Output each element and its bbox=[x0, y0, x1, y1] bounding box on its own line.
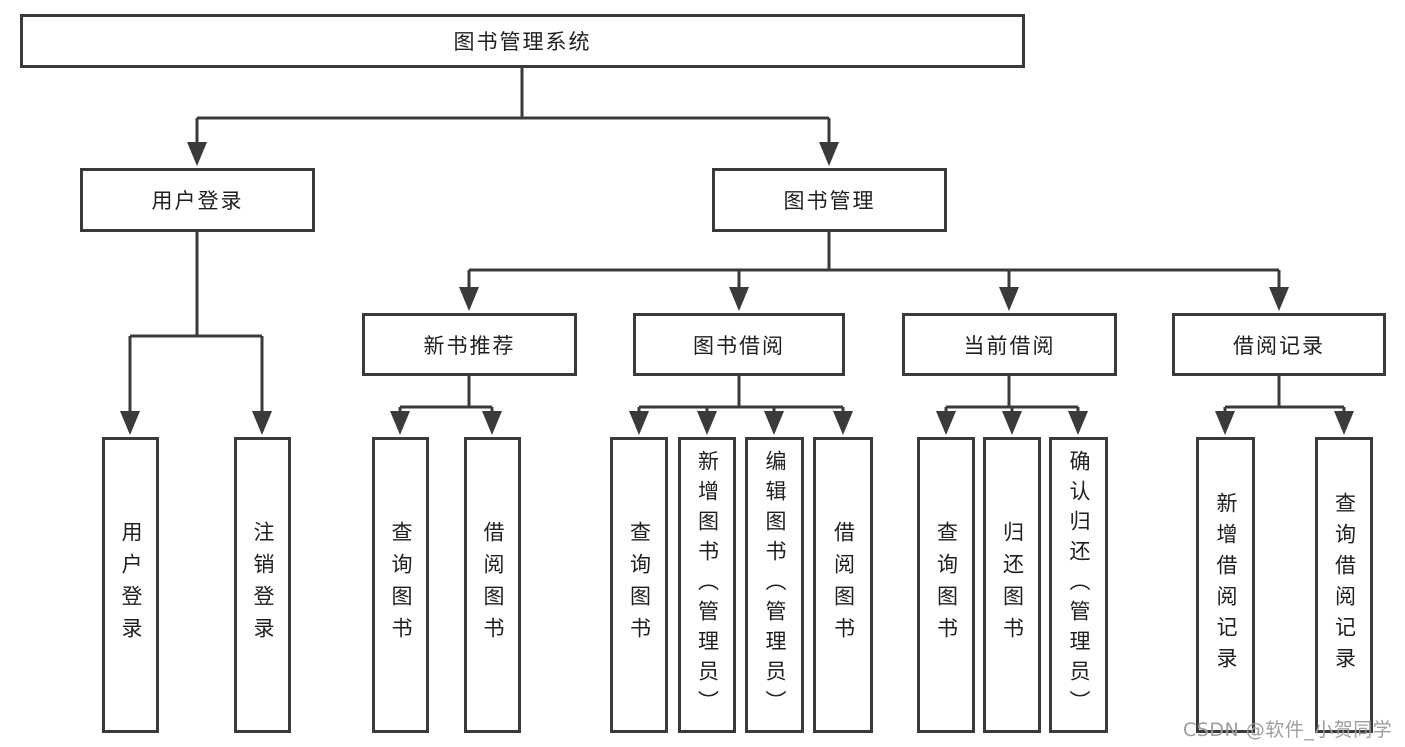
leaf-logout-login: 注销登录 bbox=[234, 437, 291, 733]
arrowhead bbox=[252, 411, 272, 435]
node-new-book-recommend: 新书推荐 bbox=[362, 313, 577, 376]
arrowhead bbox=[120, 411, 140, 435]
arrowhead bbox=[1269, 287, 1289, 311]
connector-bookborrow-split bbox=[637, 376, 845, 417]
arrowhead bbox=[482, 411, 502, 435]
connector-borrowrecord-split bbox=[1223, 376, 1346, 417]
leaf-query-book-current: 查询图书 bbox=[917, 437, 975, 733]
connector-newbook-split bbox=[398, 376, 494, 417]
leaf-borrow-book-recommend: 借阅图书 bbox=[464, 437, 521, 733]
watermark-text: CSDN @软件_小贺同学 bbox=[1183, 719, 1393, 741]
arrowhead bbox=[936, 411, 956, 435]
node-book-management: 图书管理 bbox=[712, 168, 947, 232]
arrowhead bbox=[764, 411, 784, 435]
node-book-borrow: 图书借阅 bbox=[633, 313, 845, 376]
leaf-user-login: 用户登录 bbox=[102, 437, 159, 733]
connector-bookmgmt-split bbox=[467, 232, 1281, 293]
arrowhead bbox=[833, 411, 853, 435]
arrowhead bbox=[629, 411, 649, 435]
leaf-query-book-recommend: 查询图书 bbox=[372, 437, 429, 733]
arrowhead bbox=[697, 411, 717, 435]
arrowhead bbox=[1334, 411, 1354, 435]
leaf-confirm-return-admin: 确认归还（管理员） bbox=[1049, 437, 1108, 733]
leaf-return-book: 归还图书 bbox=[983, 437, 1041, 733]
leaf-query-borrow-record: 查询借阅记录 bbox=[1315, 437, 1373, 733]
arrowhead bbox=[187, 142, 207, 166]
arrowhead bbox=[819, 142, 839, 166]
connector-userlogin-split bbox=[128, 232, 264, 417]
arrowhead bbox=[1002, 411, 1022, 435]
leaf-add-book-admin: 新增图书（管理员） bbox=[678, 437, 736, 733]
leaf-borrow-book: 借阅图书 bbox=[813, 437, 873, 733]
node-user-login: 用户登录 bbox=[80, 168, 315, 232]
leaf-add-borrow-record: 新增借阅记录 bbox=[1196, 437, 1255, 733]
leaf-query-book-borrow: 查询图书 bbox=[610, 437, 668, 733]
arrowhead bbox=[459, 287, 479, 311]
arrowhead bbox=[1068, 411, 1088, 435]
leaf-edit-book-admin: 编辑图书（管理员） bbox=[745, 437, 804, 733]
arrowhead bbox=[1215, 411, 1235, 435]
node-current-borrow: 当前借阅 bbox=[902, 313, 1117, 376]
arrowhead bbox=[390, 411, 410, 435]
arrowheads bbox=[120, 142, 1354, 435]
arrowhead bbox=[729, 287, 749, 311]
arrowhead bbox=[999, 287, 1019, 311]
connector-root-split bbox=[195, 68, 831, 148]
connector-currentborrow-split bbox=[944, 376, 1080, 417]
node-borrow-record: 借阅记录 bbox=[1172, 313, 1386, 376]
node-root: 图书管理系统 bbox=[20, 14, 1025, 68]
